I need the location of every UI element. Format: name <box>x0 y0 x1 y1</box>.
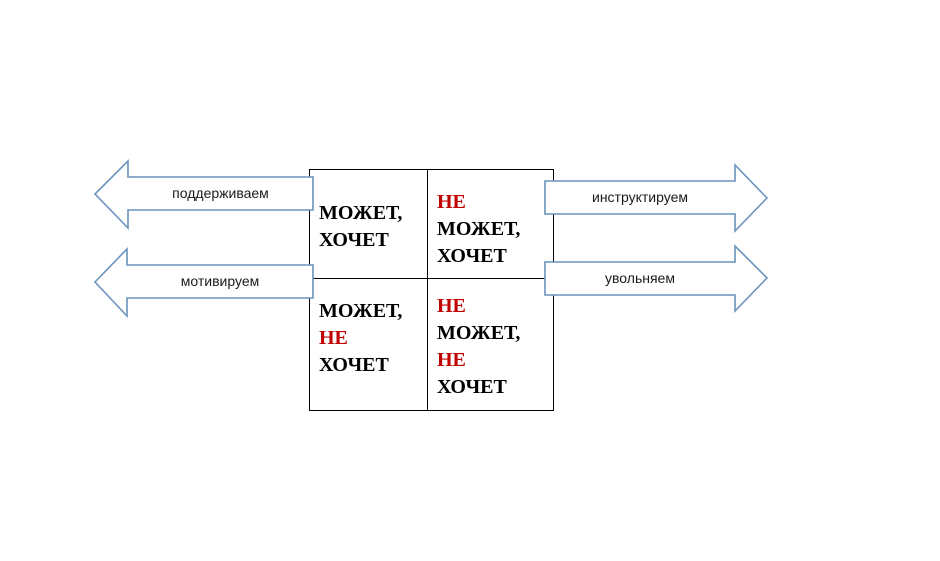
arrow-left-support-icon <box>93 159 314 230</box>
cell-cannot-want: НЕ МОЖЕТ, ХОЧЕТ <box>428 170 553 279</box>
arrow-right-instruct-icon <box>544 163 769 233</box>
cell-text: МОЖЕТ, <box>319 202 403 224</box>
can-want-matrix: МОЖЕТ, ХОЧЕТ НЕ МОЖЕТ, ХОЧЕТ МОЖЕТ, НЕ Х… <box>309 169 554 411</box>
arrow-right-dismiss-icon <box>544 244 769 313</box>
arrow-label-support: поддерживаем <box>172 185 269 201</box>
negation-text: НЕ <box>437 348 466 371</box>
cell-cannot-not-want: НЕ МОЖЕТ, НЕ ХОЧЕТ <box>428 279 553 410</box>
cell-text: ХОЧЕТ <box>437 375 507 398</box>
cell-can-want: МОЖЕТ, ХОЧЕТ <box>310 170 428 279</box>
arrow-label-motivate: мотивируем <box>180 273 260 289</box>
cell-text: МОЖЕТ, <box>319 300 403 322</box>
arrow-left-motivate-icon <box>93 247 314 319</box>
arrow-label-instruct: инструктируем <box>592 189 688 205</box>
cell-text: ХОЧЕТ <box>319 354 389 376</box>
cell-text: МОЖЕТ, <box>437 217 521 240</box>
cell-can-not-want: МОЖЕТ, НЕ ХОЧЕТ <box>310 279 428 410</box>
negation-text: НЕ <box>437 294 466 317</box>
cell-text: МОЖЕТ, <box>437 321 521 344</box>
negation-text: НЕ <box>319 327 348 349</box>
cell-text: ХОЧЕТ <box>437 244 507 267</box>
arrow-label-dismiss: увольняем <box>605 270 675 286</box>
cell-text: ХОЧЕТ <box>319 229 389 251</box>
negation-text: НЕ <box>437 190 466 213</box>
